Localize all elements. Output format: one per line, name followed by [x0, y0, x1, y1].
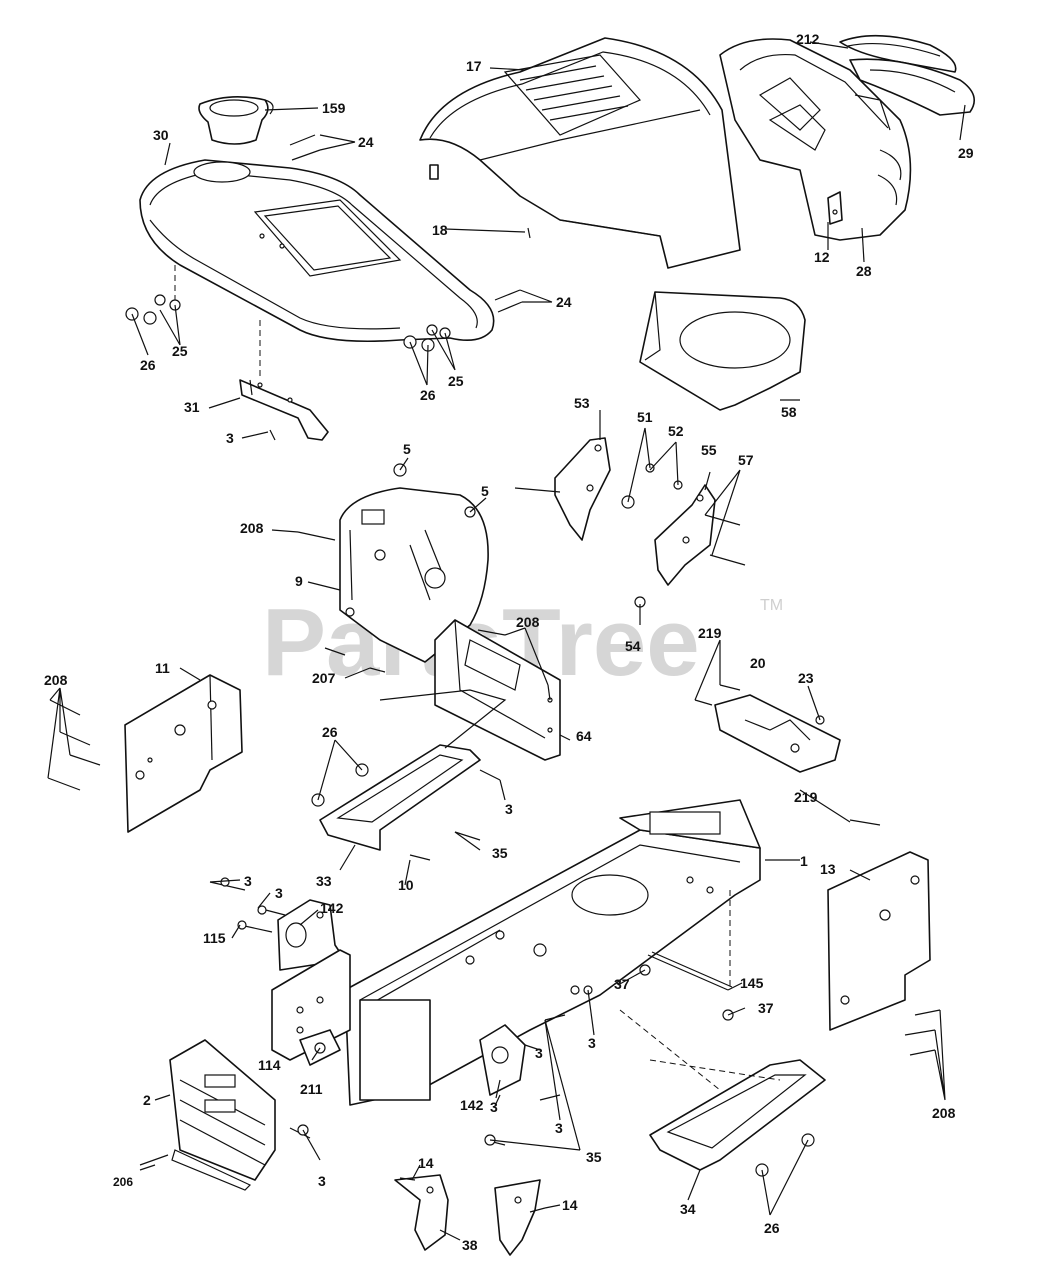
callout-3-e: 3 — [588, 1035, 596, 1051]
part-142-bracket-lower[interactable] — [479, 1024, 526, 1096]
part-55-plate[interactable] — [654, 484, 716, 586]
callout-26-mid: 26 — [322, 724, 338, 740]
part-29-headlight-lens[interactable] — [849, 58, 976, 116]
callout-24-lower: 24 — [556, 294, 572, 310]
callout-114: 114 — [258, 1057, 281, 1073]
part-11-side-panel[interactable] — [124, 674, 243, 833]
part-58-shroud[interactable] — [639, 291, 806, 411]
callout-33: 33 — [316, 873, 332, 889]
part-145-rod[interactable] — [647, 951, 733, 991]
callout-13: 13 — [820, 861, 836, 877]
callout-208-b: 208 — [516, 614, 540, 630]
callout-5-b: 5 — [481, 483, 489, 499]
callout-64: 64 — [576, 728, 592, 744]
callout-30: 30 — [153, 127, 169, 143]
callout-20: 20 — [750, 655, 766, 671]
callout-142-b: 142 — [460, 1097, 484, 1113]
callout-11: 11 — [155, 660, 170, 676]
callout-211: 211 — [300, 1081, 323, 1097]
part-30-dash-panel[interactable] — [139, 159, 495, 343]
callout-207: 207 — [312, 670, 336, 686]
part-142-bracket-upper[interactable] — [277, 899, 346, 971]
callout-3-d: 3 — [275, 885, 283, 901]
callout-3-a: 3 — [226, 430, 234, 446]
callout-14-b: 14 — [562, 1197, 578, 1213]
callout-54: 54 — [625, 638, 641, 654]
callout-26-left: 26 — [140, 357, 156, 373]
callout-35-a: 35 — [492, 845, 508, 861]
part-38-bracket-left[interactable] — [394, 1174, 449, 1251]
part-18-strip[interactable] — [429, 164, 531, 239]
watermark-tm: TM — [760, 597, 783, 614]
callout-3-i: 3 — [318, 1173, 326, 1189]
callout-5-a: 5 — [403, 441, 411, 457]
callout-labels: 159 30 17 212 29 24 18 12 28 24 25 26 25… — [44, 31, 974, 1253]
callout-53: 53 — [574, 395, 590, 411]
callout-35-b: 35 — [586, 1149, 602, 1165]
callout-23: 23 — [798, 670, 814, 686]
callout-24-upper: 24 — [358, 134, 374, 150]
part-12-bracket[interactable] — [827, 191, 843, 225]
part-33-footrest[interactable] — [319, 689, 507, 851]
callout-159: 159 — [322, 100, 346, 116]
callout-219-a: 219 — [698, 625, 722, 641]
part-64-front-panel[interactable] — [434, 619, 561, 761]
part-1-main-frame[interactable] — [344, 799, 761, 1106]
callout-38: 38 — [462, 1237, 478, 1253]
callout-3-c: 3 — [244, 873, 252, 889]
callout-25-left: 25 — [172, 343, 188, 359]
part-31-bracket[interactable] — [239, 379, 329, 441]
leader-lines — [47, 41, 966, 1241]
callout-12: 12 — [814, 249, 830, 265]
part-28-grille-housing[interactable] — [719, 38, 912, 241]
part-20-plate[interactable] — [714, 694, 841, 773]
callout-3-f: 3 — [535, 1045, 543, 1061]
callout-58: 58 — [781, 404, 797, 420]
part-13-side-panel[interactable] — [827, 851, 931, 1031]
callout-26-bottom: 26 — [764, 1220, 780, 1236]
callout-3-h: 3 — [490, 1099, 498, 1115]
part-34-footrest[interactable] — [649, 1059, 826, 1171]
callout-3-g: 3 — [555, 1120, 563, 1136]
part-9-dash-panel[interactable] — [339, 487, 489, 663]
part-159-cap[interactable] — [198, 96, 274, 145]
callout-208-d: 208 — [932, 1105, 956, 1121]
callout-219-b: 219 — [794, 789, 818, 805]
callout-55: 55 — [701, 442, 717, 458]
callout-51: 51 — [637, 409, 653, 425]
callout-31: 31 — [184, 399, 200, 415]
part-38-bracket-right[interactable] — [494, 1179, 541, 1256]
callout-29: 29 — [958, 145, 974, 161]
callout-34: 34 — [680, 1201, 696, 1217]
callout-115: 115 — [203, 930, 226, 946]
callout-37-a: 37 — [614, 976, 630, 992]
assembly-lines — [174, 265, 781, 1091]
callout-17: 17 — [466, 58, 482, 74]
callout-52: 52 — [668, 423, 684, 439]
part-212-top-trim[interactable] — [839, 34, 957, 73]
callout-18: 18 — [432, 222, 448, 238]
callout-142-a: 142 — [320, 900, 344, 916]
callout-212: 212 — [796, 31, 820, 47]
callout-28: 28 — [856, 263, 872, 279]
callout-10: 10 — [398, 877, 414, 893]
callout-14-a: 14 — [418, 1155, 434, 1171]
part-53-bracket[interactable] — [514, 437, 611, 541]
callout-9: 9 — [295, 573, 303, 589]
part-2-bumper-panel[interactable] — [169, 1039, 276, 1191]
callout-208-a: 208 — [240, 520, 264, 536]
callout-1: 1 — [800, 853, 808, 869]
part-17-hood[interactable] — [419, 37, 741, 269]
callout-3-b: 3 — [505, 801, 513, 817]
callout-57: 57 — [738, 452, 754, 468]
callout-208-c: 208 — [44, 672, 68, 688]
callout-2: 2 — [143, 1092, 151, 1108]
callout-26-right: 26 — [420, 387, 436, 403]
callout-145: 145 — [740, 975, 764, 991]
callout-206: 206 — [113, 1175, 133, 1189]
callout-37-b: 37 — [758, 1000, 774, 1016]
callout-25-right: 25 — [448, 373, 464, 389]
